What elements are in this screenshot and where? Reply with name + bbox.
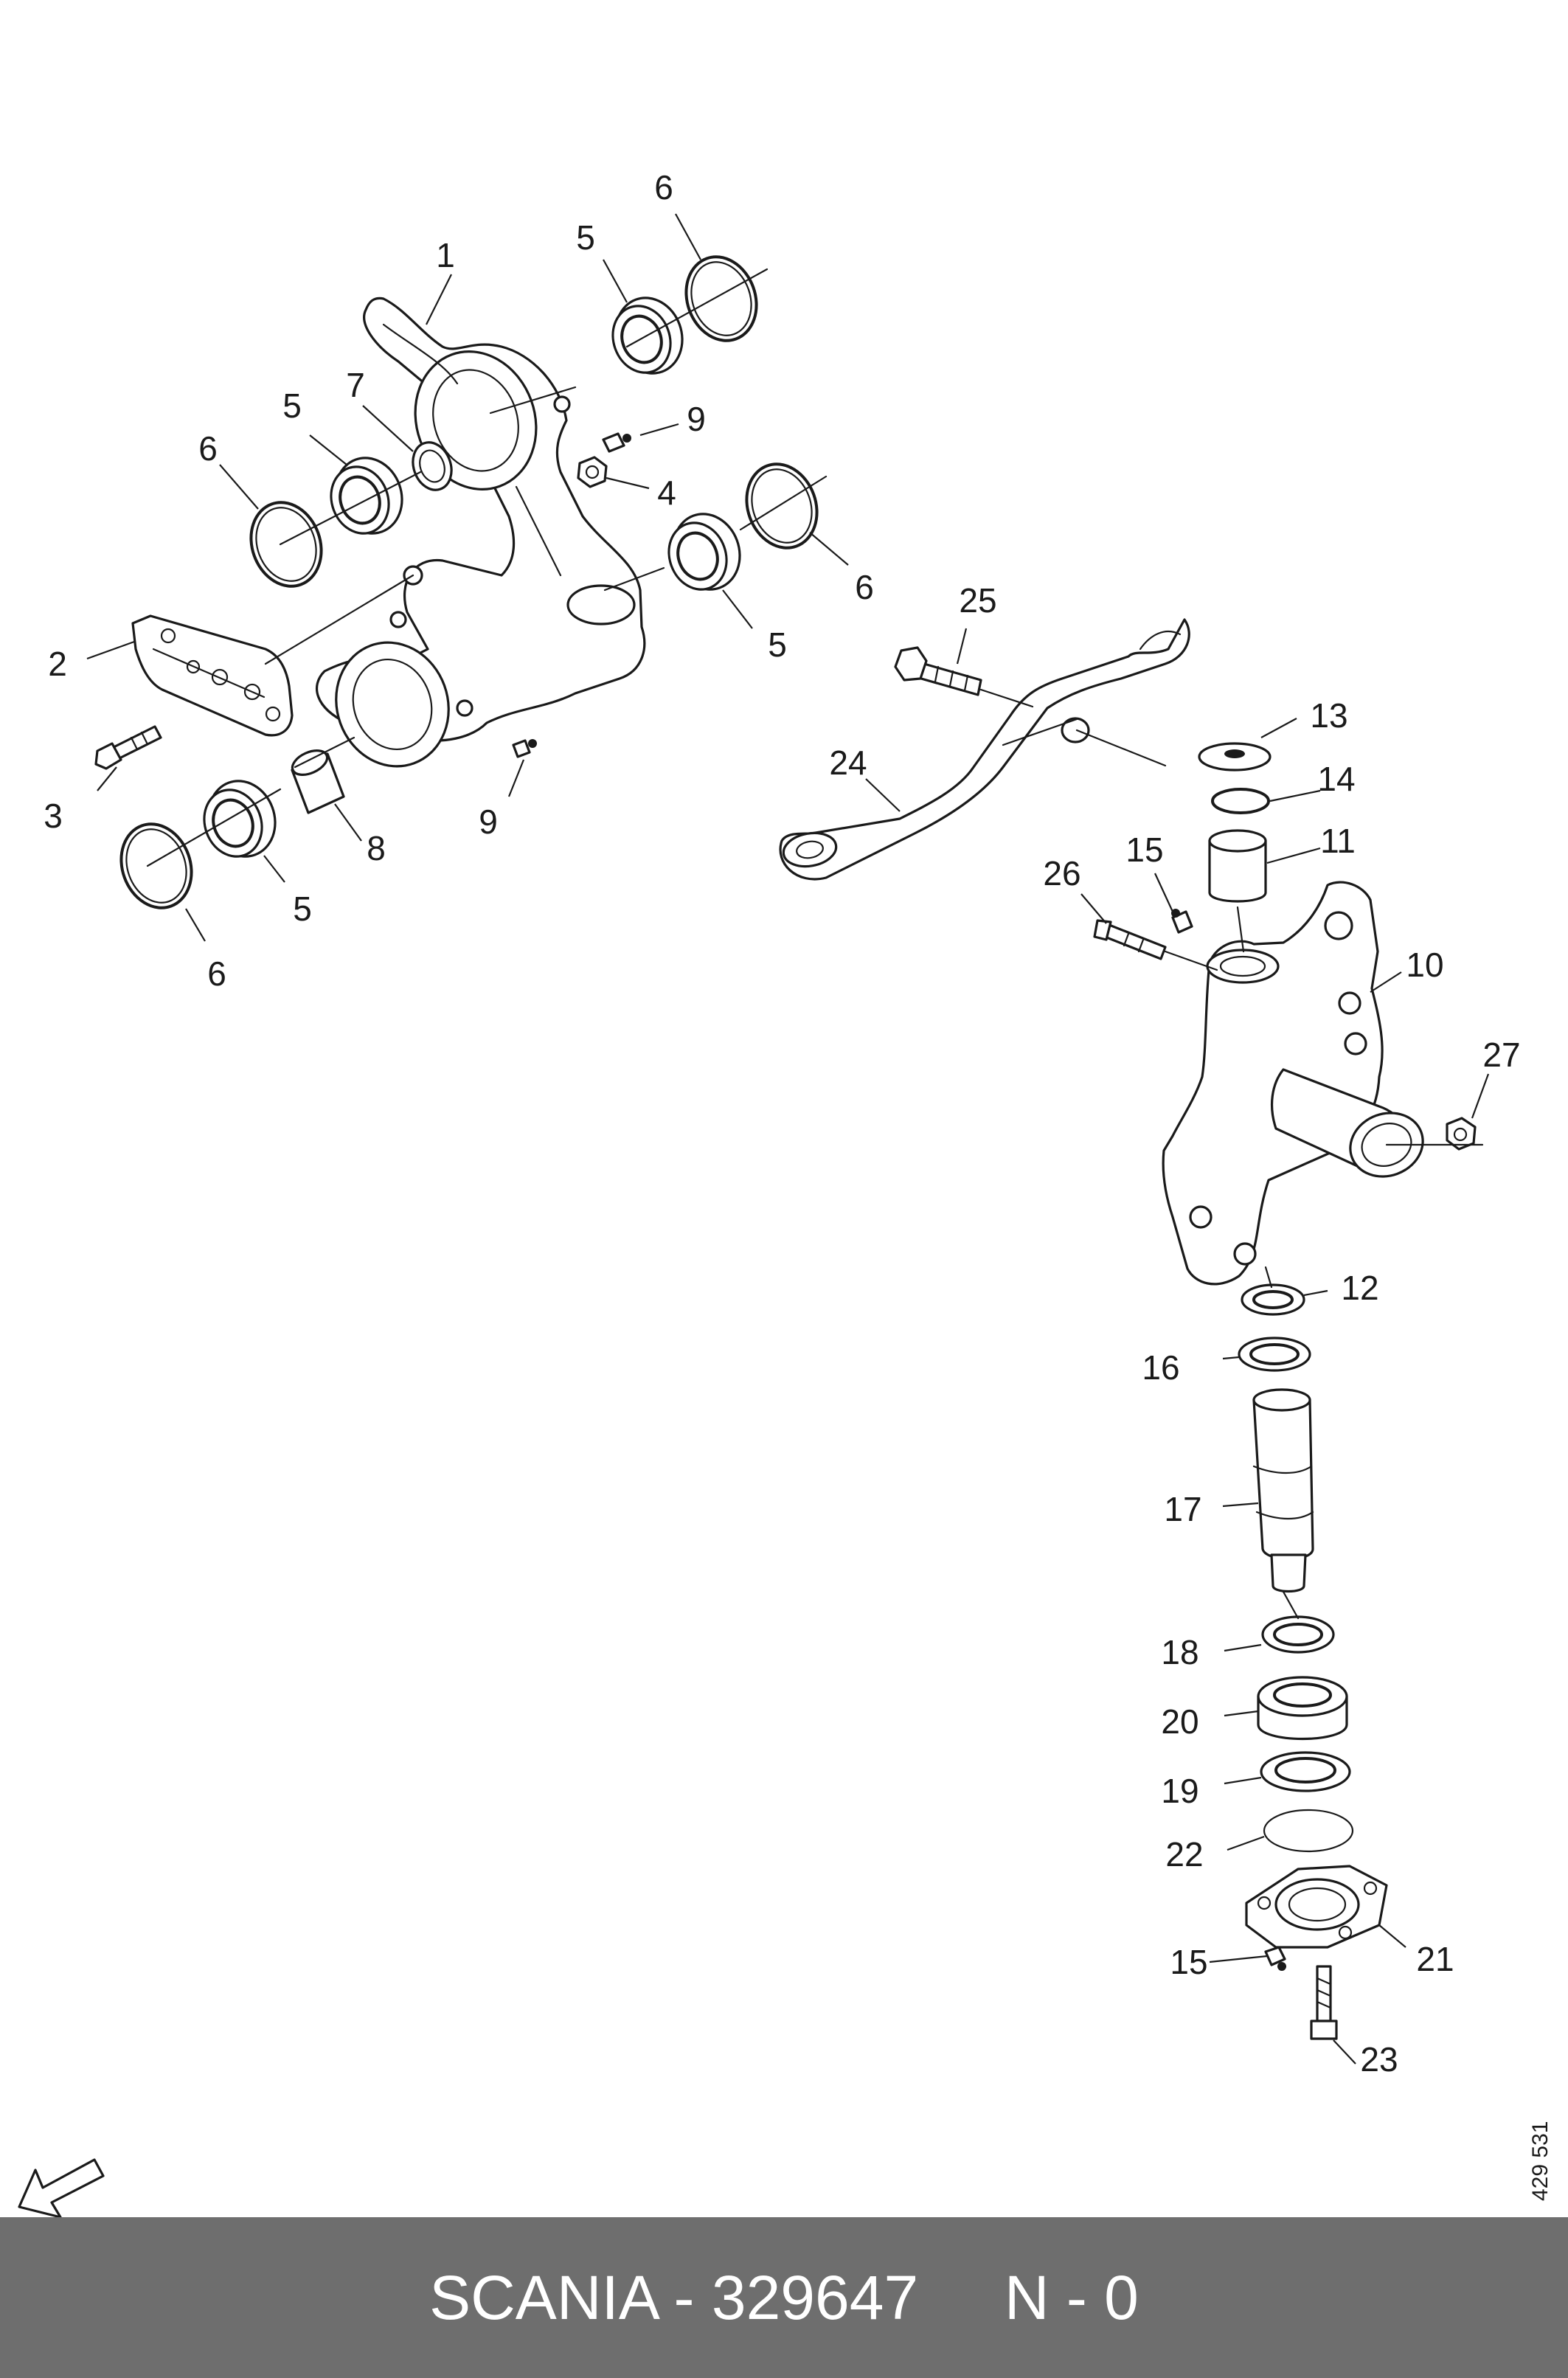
part-9-grease-nipples	[512, 432, 631, 758]
callout-23: 23	[1360, 2040, 1398, 2079]
leader-lines	[86, 213, 1490, 2065]
callout-5-top: 5	[576, 218, 595, 257]
part-4-nut	[577, 456, 608, 488]
callout-6-top: 6	[654, 168, 673, 207]
part-1-knuckle-bracket	[315, 297, 646, 768]
part-5-bearing-left	[330, 457, 403, 535]
footer-title: SCANIA - 329647 N - 0	[429, 2262, 1139, 2332]
callout-27: 27	[1482, 1036, 1520, 1074]
part-16-thrust-washer	[1238, 1337, 1311, 1372]
part-12-seal	[1241, 1283, 1305, 1316]
part-20-thrust-bearing	[1257, 1676, 1348, 1741]
callout-5-right: 5	[768, 625, 787, 664]
callout-8: 8	[367, 829, 386, 867]
callout-25: 25	[959, 581, 996, 620]
callout-7: 7	[346, 366, 365, 404]
part-2-steering-arm-plate	[131, 614, 294, 737]
callout-21: 21	[1416, 1940, 1454, 1978]
callout-14: 14	[1317, 760, 1355, 798]
part-5-bearing-bottom	[203, 780, 277, 858]
footer-bar: SCANIA - 329647 N - 0	[0, 2217, 1568, 2378]
part-18-seal	[1261, 1615, 1335, 1654]
callout-4: 4	[657, 474, 676, 512]
callout-11: 11	[1320, 822, 1356, 860]
callout-3: 3	[44, 797, 63, 835]
part-14-o-ring	[1211, 788, 1270, 814]
callout-5-bottom: 5	[293, 890, 312, 928]
callout-26: 26	[1043, 854, 1080, 892]
part-23-bolt	[1310, 1965, 1338, 2040]
callout-6-left: 6	[198, 429, 218, 468]
direction-arrow-icon	[18, 2158, 105, 2217]
callout-9-top: 9	[687, 400, 706, 438]
part-10-steering-knuckle	[1162, 881, 1424, 1286]
callout-24: 24	[829, 743, 867, 782]
callout-15-top: 15	[1125, 831, 1163, 869]
callout-16: 16	[1142, 1348, 1179, 1387]
callout-22: 22	[1165, 1835, 1203, 1873]
part-15-grease-nipples	[1171, 909, 1286, 1971]
axis-lines	[146, 268, 1484, 1620]
part-19-washer	[1260, 1751, 1351, 1792]
callout-10: 10	[1406, 946, 1443, 984]
part-27-nut	[1446, 1117, 1477, 1151]
part-22-o-ring	[1263, 1809, 1354, 1853]
part-17-king-pin	[1252, 1388, 1314, 1593]
callout-6-right: 6	[855, 568, 874, 606]
callout-6-bottom: 6	[207, 954, 226, 993]
exploded-parts-diagram: 1 2 3 4 5 5 5 5 6 6 6 6 7 8 9 9 10 11 12…	[18, 168, 1553, 2217]
callout-12: 12	[1341, 1269, 1378, 1307]
part-21-cover-plate	[1245, 1865, 1388, 1949]
part-8-bushing	[291, 749, 345, 814]
callout-9-bottom: 9	[479, 803, 498, 841]
part-24-track-rod-arm	[779, 618, 1190, 881]
callout-labels: 1 2 3 4 5 5 5 5 6 6 6 6 7 8 9 9 10 11 12…	[44, 168, 1553, 2201]
callout-2: 2	[48, 645, 67, 683]
callout-1: 1	[436, 236, 455, 274]
callout-15-bottom: 15	[1170, 1943, 1207, 1981]
callout-19: 19	[1161, 1772, 1198, 1810]
part-5-bearing-right	[667, 513, 741, 591]
callout-18: 18	[1161, 1633, 1198, 1671]
callout-20: 20	[1161, 1702, 1198, 1741]
callout-13: 13	[1310, 696, 1347, 735]
part-13-cap	[1198, 742, 1272, 772]
part-25-bolt	[894, 646, 982, 696]
callout-5-left: 5	[282, 386, 302, 425]
part-26-bolt	[1093, 919, 1167, 960]
callout-17: 17	[1164, 1490, 1201, 1528]
part-7-sleeve	[412, 441, 453, 491]
reference-number: 429 531	[1528, 2121, 1553, 2201]
part-3-bolt	[94, 725, 162, 770]
part-11-sleeve	[1208, 829, 1267, 903]
